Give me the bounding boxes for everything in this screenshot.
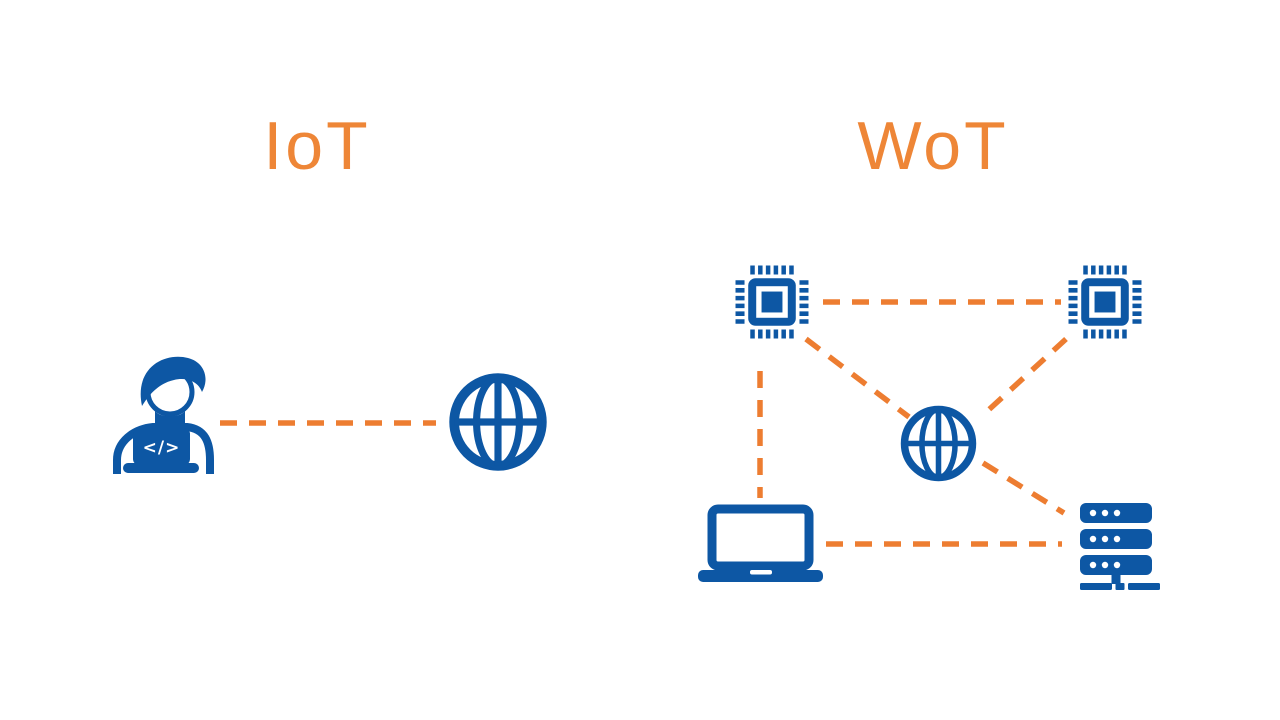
connection-globe-server [981, 460, 1066, 516]
chip-core [756, 286, 788, 318]
server-led [1101, 509, 1109, 517]
chip-body [748, 278, 796, 326]
laptop-screen [707, 504, 814, 571]
chip-body [1081, 278, 1129, 326]
developer-laptop-base [123, 463, 199, 473]
internet-globe-icon [449, 373, 547, 471]
server-led [1089, 509, 1097, 517]
chip-core [1089, 286, 1121, 318]
server-base-right [1128, 583, 1160, 590]
developer-laptop-screen [133, 428, 190, 465]
server-led [1089, 561, 1097, 569]
server-led [1089, 535, 1097, 543]
server-led [1113, 561, 1121, 569]
server-led [1101, 561, 1109, 569]
laptop-icon [698, 504, 823, 582]
laptop-notch [750, 570, 772, 575]
code-glyph: </> [143, 438, 181, 458]
iot-title: IoT [263, 108, 371, 184]
server-led [1113, 535, 1121, 543]
server-led [1113, 509, 1121, 517]
web-globe-icon [900, 405, 977, 482]
server-stem [1111, 574, 1121, 584]
laptop-base [698, 570, 823, 582]
developer-icon: </> [113, 356, 214, 474]
wot-title: WoT [857, 108, 1009, 184]
connection-chip1-globe [804, 336, 911, 420]
server-led [1101, 535, 1109, 543]
connection-chip2-globe [980, 336, 1068, 419]
chip-top-left-icon [735, 265, 809, 339]
server-base-left [1080, 583, 1112, 590]
server-icon [1080, 503, 1160, 590]
developer-hair [140, 356, 206, 406]
chip-top-right-icon [1068, 265, 1142, 339]
server-base-center [1115, 583, 1125, 590]
